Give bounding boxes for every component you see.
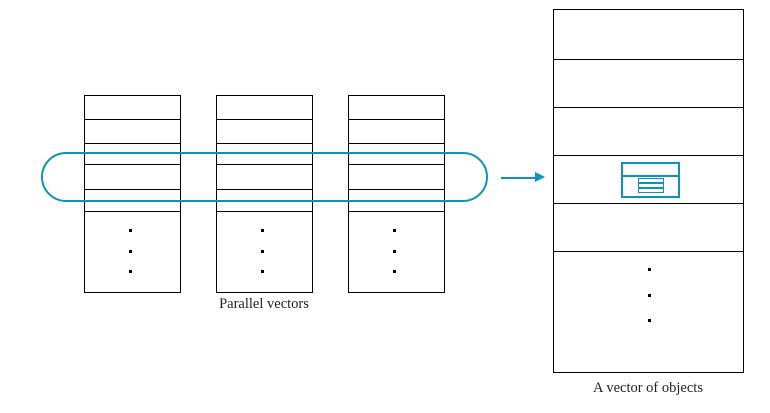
vector-row-divider [217, 164, 312, 165]
vector-row-divider [217, 119, 312, 120]
vector-ellipsis [259, 229, 265, 273]
ellipsis-dot [260, 270, 264, 273]
vector-row-divider [349, 164, 444, 165]
object-glyph-field-bar [637, 183, 664, 188]
vector-row-divider [85, 211, 180, 212]
vector-row-divider [85, 164, 180, 165]
ellipsis-dot [392, 249, 396, 253]
object-glyph [621, 162, 680, 198]
vector-row-divider [85, 189, 180, 190]
object-glyph-header-divider [623, 175, 678, 177]
vector-row-divider [85, 143, 180, 144]
vector-ellipsis [127, 229, 133, 273]
parallel-vector-column-2 [216, 95, 313, 293]
ellipsis-dot [647, 293, 651, 297]
vector-row-divider [349, 211, 444, 212]
vector-row-divider [349, 143, 444, 144]
ellipsis-dot [392, 270, 396, 273]
object-row-divider [554, 59, 743, 60]
vector-row-divider [85, 119, 180, 120]
ellipsis-dot [647, 268, 651, 271]
parallel-vector-column-1 [84, 95, 181, 293]
parallel-vector-column-3 [348, 95, 445, 293]
ellipsis-dot [392, 229, 396, 232]
vector-row-divider [217, 189, 312, 190]
object-vector [553, 9, 744, 373]
object-row-divider [554, 155, 743, 156]
ellipsis-dot [128, 270, 132, 273]
mapping-arrow-line [501, 177, 537, 179]
vector-row-divider [217, 143, 312, 144]
vector-ellipsis [391, 229, 397, 273]
object-vector-caption: A vector of objects [593, 380, 703, 396]
object-row-divider [554, 203, 743, 204]
ellipsis-dot [260, 249, 264, 253]
selection-capsule [41, 152, 488, 202]
vector-row-divider [349, 119, 444, 120]
vector-row-divider [349, 189, 444, 190]
object-row-divider [554, 107, 743, 108]
ellipsis-dot [128, 249, 132, 253]
ellipsis-dot [128, 229, 132, 232]
object-glyph-field-bar [637, 188, 664, 193]
ellipsis-dot [647, 319, 651, 322]
object-glyph-field-bar [637, 178, 664, 183]
object-glyph-fields [623, 178, 678, 193]
ellipsis-dot [260, 229, 264, 232]
vector-row-divider [217, 211, 312, 212]
parallel-vectors-caption: Parallel vectors [219, 296, 309, 312]
object-vector-ellipsis [646, 268, 652, 322]
mapping-arrow-head [535, 172, 545, 182]
object-row-divider [554, 251, 743, 252]
